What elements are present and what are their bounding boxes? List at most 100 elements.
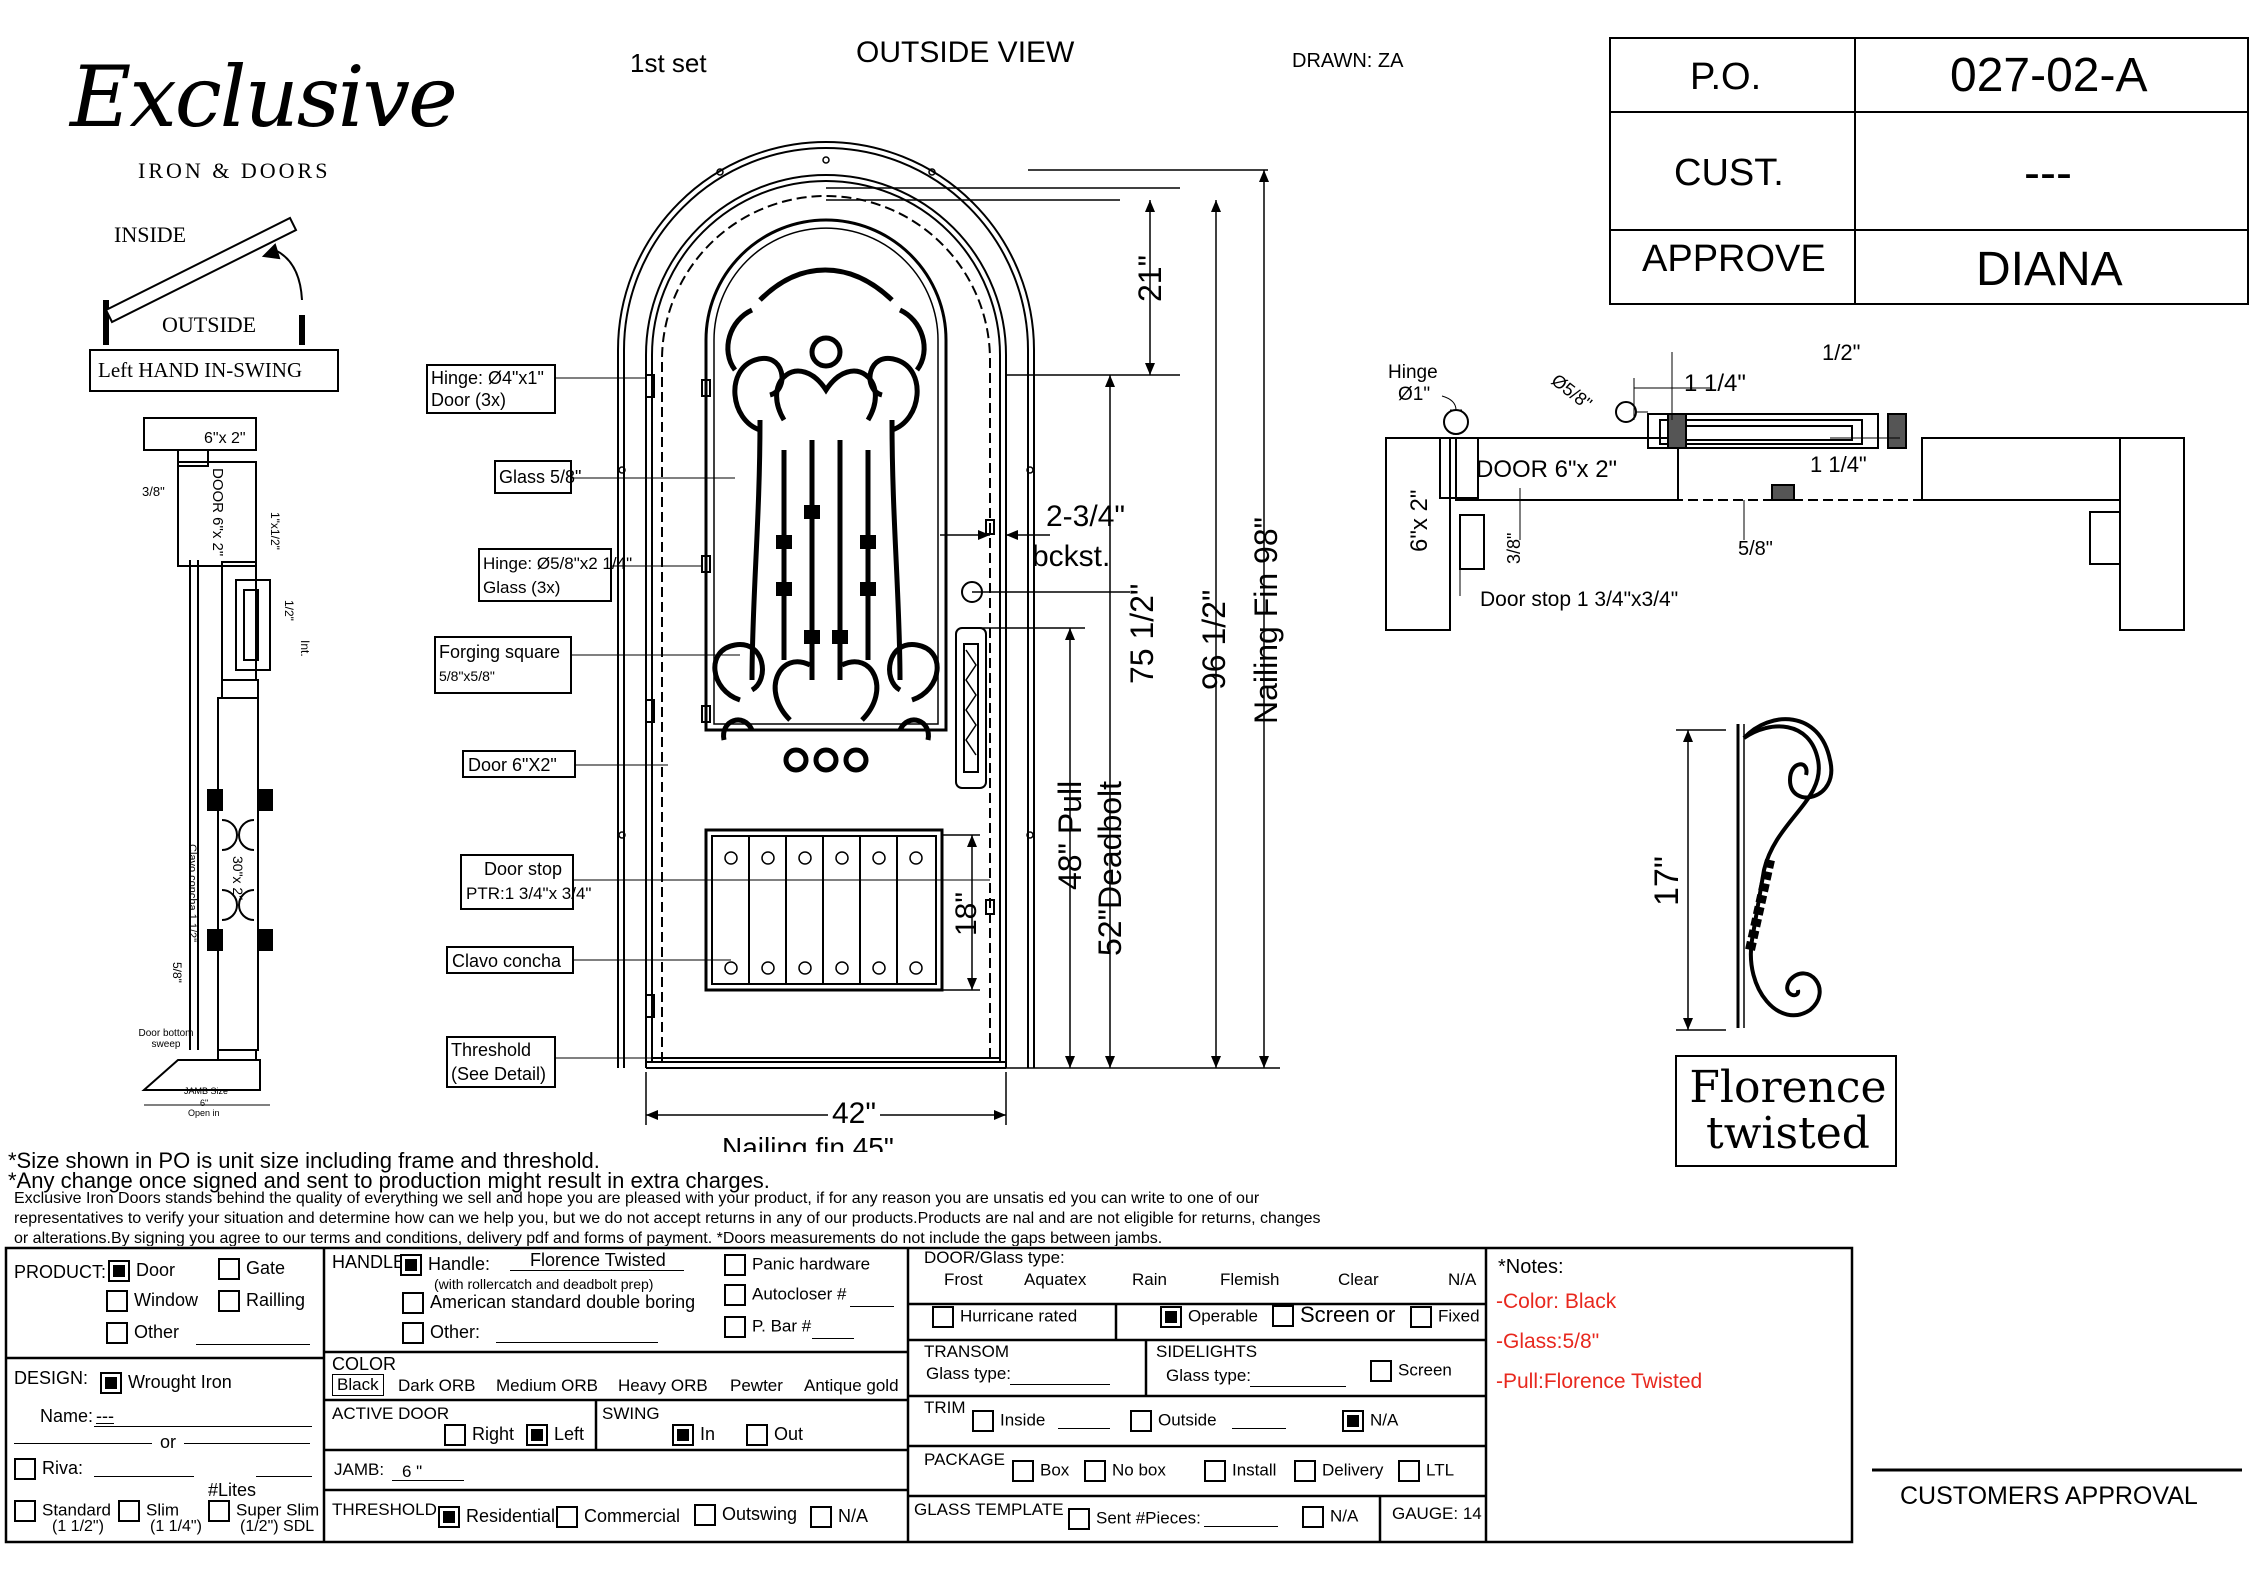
design-wrought-label: Wrought Iron bbox=[128, 1372, 232, 1392]
glass-clear[interactable]: Clear bbox=[1338, 1270, 1379, 1289]
window-checkbox[interactable] bbox=[106, 1290, 128, 1313]
po-table-lines bbox=[1609, 37, 2249, 305]
box-checkbox[interactable] bbox=[1012, 1460, 1034, 1482]
design-wrought[interactable]: Wrought Iron bbox=[100, 1372, 232, 1395]
handle-handle[interactable]: Handle: bbox=[400, 1254, 490, 1277]
glass-na[interactable]: N/A bbox=[1448, 1270, 1477, 1289]
screen-checkbox[interactable] bbox=[1272, 1305, 1294, 1328]
template-sent[interactable]: Sent #Pieces: bbox=[1068, 1508, 1201, 1530]
glass-frost[interactable]: Frost bbox=[944, 1270, 983, 1289]
out-checkbox[interactable] bbox=[746, 1424, 768, 1447]
pbar-checkbox[interactable] bbox=[724, 1316, 746, 1338]
handle-autocloser[interactable]: Autocloser # bbox=[724, 1284, 847, 1306]
glass-aquatex[interactable]: Aquatex bbox=[1024, 1270, 1087, 1289]
glass-screen[interactable]: Screen or bbox=[1272, 1302, 1395, 1328]
trim-na[interactable]: N/A bbox=[1342, 1410, 1398, 1432]
standard-checkbox[interactable] bbox=[14, 1500, 36, 1522]
template-na-checkbox[interactable] bbox=[1302, 1506, 1324, 1528]
nobox-checkbox[interactable] bbox=[1084, 1460, 1106, 1482]
sidelights-screen-checkbox[interactable] bbox=[1370, 1360, 1392, 1382]
trim-outside-checkbox[interactable] bbox=[1130, 1410, 1152, 1432]
slim-checkbox[interactable] bbox=[118, 1500, 140, 1522]
trim-inside[interactable]: Inside bbox=[972, 1410, 1045, 1432]
product-window[interactable]: Window bbox=[106, 1290, 198, 1313]
other-checkbox[interactable] bbox=[106, 1322, 128, 1345]
super-checkbox[interactable] bbox=[208, 1500, 230, 1522]
threshold-commercial[interactable]: Commercial bbox=[556, 1506, 680, 1529]
handle-checkbox[interactable] bbox=[400, 1254, 422, 1277]
residential-checkbox[interactable] bbox=[438, 1506, 460, 1529]
product-other[interactable]: Other bbox=[106, 1322, 179, 1345]
dim-bckst-b: bckst. bbox=[1032, 540, 1111, 573]
riva-checkbox[interactable] bbox=[14, 1458, 36, 1481]
active-right[interactable]: Right bbox=[444, 1424, 514, 1447]
handle-american[interactable]: American standard double boring bbox=[402, 1292, 695, 1315]
commercial-checkbox[interactable] bbox=[556, 1506, 578, 1529]
fixed-checkbox[interactable] bbox=[1410, 1306, 1432, 1328]
threshold-na-checkbox[interactable] bbox=[810, 1506, 832, 1529]
left-checkbox[interactable] bbox=[526, 1424, 548, 1447]
handle-panic[interactable]: Panic hardware bbox=[724, 1254, 870, 1276]
callout-stop-line1: Door stop bbox=[484, 859, 563, 879]
trim-outside[interactable]: Outside bbox=[1130, 1410, 1217, 1432]
glass-operable[interactable]: Operable bbox=[1160, 1306, 1258, 1328]
glass-hurricane[interactable]: Hurricane rated bbox=[932, 1306, 1077, 1328]
trim-na-checkbox[interactable] bbox=[1342, 1410, 1364, 1432]
in-checkbox[interactable] bbox=[672, 1424, 694, 1447]
railling-checkbox[interactable] bbox=[218, 1290, 240, 1313]
glass-fixed[interactable]: Fixed bbox=[1410, 1306, 1480, 1328]
color-heavy-orb[interactable]: Heavy ORB bbox=[618, 1376, 708, 1395]
callout-door-text: Door 6"X2" bbox=[468, 755, 557, 775]
design-label: DESIGN: bbox=[14, 1368, 89, 1388]
color-black[interactable]: Black bbox=[332, 1374, 384, 1396]
handle-pbar[interactable]: P. Bar # bbox=[724, 1316, 811, 1338]
package-install[interactable]: Install bbox=[1204, 1460, 1276, 1482]
threshold-outswing[interactable]: Outswing bbox=[694, 1504, 797, 1527]
package-ltl[interactable]: LTL bbox=[1398, 1460, 1454, 1482]
color-antique-gold[interactable]: Antique gold bbox=[804, 1376, 899, 1395]
active-left[interactable]: Left bbox=[526, 1424, 584, 1447]
threshold-na[interactable]: N/A bbox=[810, 1506, 868, 1529]
color-medium-orb[interactable]: Medium ORB bbox=[496, 1376, 599, 1395]
right-checkbox[interactable] bbox=[444, 1424, 466, 1447]
american-checkbox[interactable] bbox=[402, 1292, 424, 1315]
color-dark-orb[interactable]: Dark ORB bbox=[398, 1376, 476, 1395]
detail-stop: Door stop 1 3/4"x3/4" bbox=[1480, 588, 1679, 611]
operable-checkbox[interactable] bbox=[1160, 1306, 1182, 1328]
wrought-checkbox[interactable] bbox=[100, 1372, 122, 1395]
template-na[interactable]: N/A bbox=[1302, 1506, 1358, 1528]
approve-value: DIANA bbox=[1976, 243, 2123, 296]
handle-other[interactable]: Other: bbox=[402, 1322, 480, 1345]
package-delivery[interactable]: Delivery bbox=[1294, 1460, 1383, 1482]
swing-in[interactable]: In bbox=[672, 1424, 715, 1447]
glass-flemish[interactable]: Flemish bbox=[1220, 1270, 1280, 1289]
install-checkbox[interactable] bbox=[1204, 1460, 1226, 1482]
color-pewter[interactable]: Pewter bbox=[730, 1376, 783, 1395]
sent-checkbox[interactable] bbox=[1068, 1508, 1090, 1530]
product-gate[interactable]: Gate bbox=[218, 1258, 285, 1281]
note-size: *Size shown in PO is unit size including… bbox=[8, 1148, 600, 1173]
package-box[interactable]: Box bbox=[1012, 1460, 1069, 1482]
product-railling[interactable]: Railling bbox=[218, 1290, 305, 1313]
trim-inside-checkbox[interactable] bbox=[972, 1410, 994, 1432]
gate-checkbox[interactable] bbox=[218, 1258, 240, 1281]
design-standard[interactable]: Standard bbox=[14, 1500, 111, 1522]
design-super[interactable]: Super Slim bbox=[208, 1500, 319, 1522]
delivery-checkbox[interactable] bbox=[1294, 1460, 1316, 1482]
autocloser-checkbox[interactable] bbox=[724, 1284, 746, 1306]
sidelights-screen[interactable]: Screen bbox=[1370, 1360, 1452, 1382]
door-checkbox[interactable] bbox=[108, 1260, 130, 1283]
threshold-residential[interactable]: Residential bbox=[438, 1506, 555, 1529]
outswing-checkbox[interactable] bbox=[694, 1504, 716, 1527]
handle-other-checkbox[interactable] bbox=[402, 1322, 424, 1345]
hurricane-checkbox[interactable] bbox=[932, 1306, 954, 1328]
swing-out[interactable]: Out bbox=[746, 1424, 803, 1447]
product-door[interactable]: Door bbox=[108, 1260, 175, 1283]
panic-checkbox[interactable] bbox=[724, 1254, 746, 1276]
ltl-checkbox[interactable] bbox=[1398, 1460, 1420, 1482]
design-riva[interactable]: Riva: bbox=[14, 1458, 83, 1481]
package-nobox[interactable]: No box bbox=[1084, 1460, 1166, 1482]
glass-rain[interactable]: Rain bbox=[1132, 1270, 1167, 1289]
dim-h1: 75 1/2" bbox=[1124, 583, 1160, 684]
design-slim[interactable]: Slim bbox=[118, 1500, 179, 1522]
